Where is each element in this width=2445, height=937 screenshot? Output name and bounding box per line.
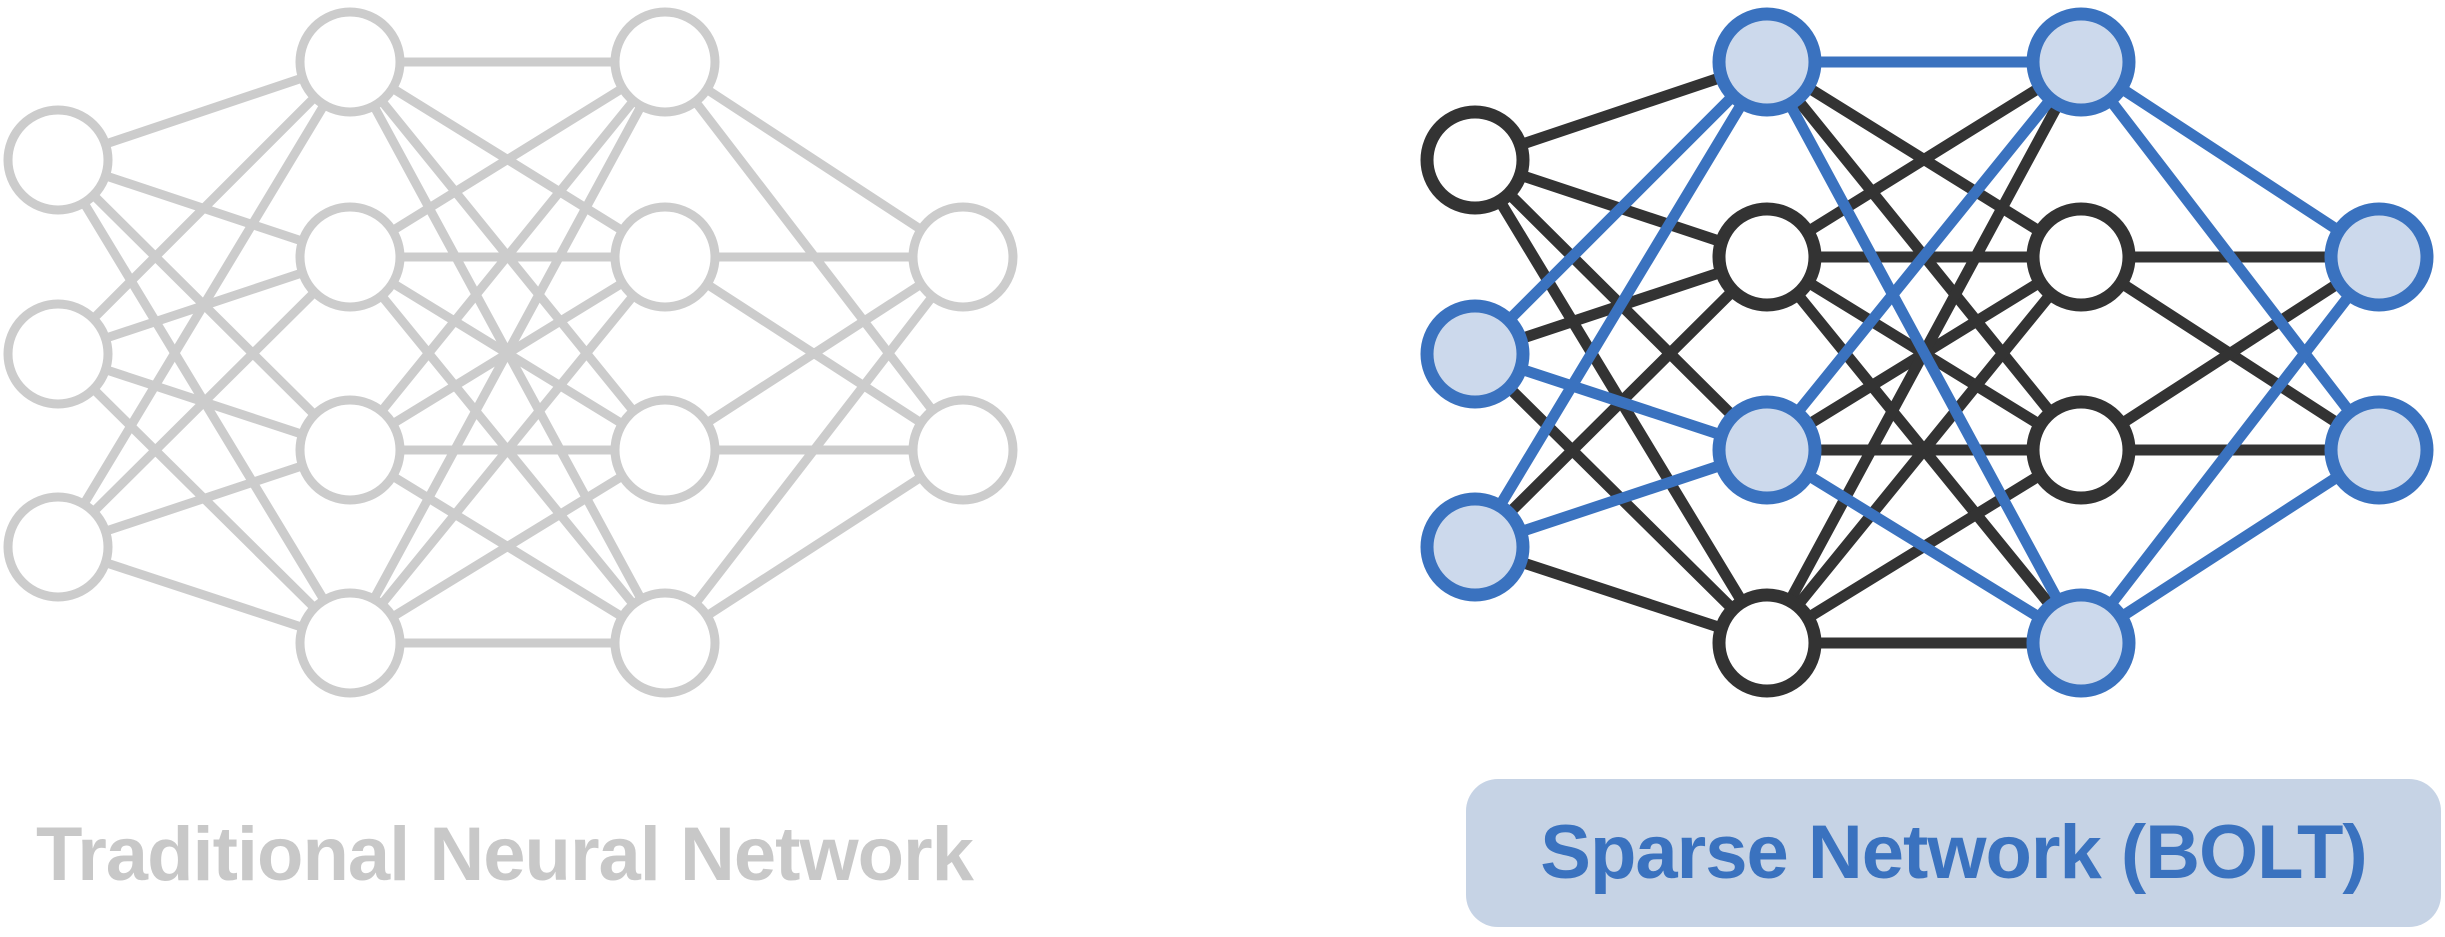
traditional-node [610,395,720,505]
traditional-network-nodes [3,7,1018,698]
traditional-edge [345,252,670,648]
sparse-active-node [1712,7,1822,117]
sparse-inactive-node [1420,105,1530,215]
traditional-edge [345,57,670,262]
traditional-node [610,7,720,117]
sparse-active-edge [1761,444,2087,649]
traditional-node [3,492,113,602]
sparse-active-node [1712,395,1822,505]
traditional-node [295,7,405,117]
traditional-edge [660,252,968,455]
sparse-inactive-edge [1761,56,2087,263]
traditional-node [295,588,405,698]
sparse-active-edge [2075,444,2385,649]
traditional-edge [53,252,355,552]
traditional-network-label: Traditional Neural Network [36,812,974,897]
traditional-edge [345,445,670,648]
traditional-node [295,202,405,312]
traditional-edge [53,57,355,552]
traditional-node [908,395,1018,505]
sparse-active-node [1420,492,1530,602]
traditional-node [3,299,113,409]
sparse-inactive-edge [2075,251,2385,456]
sparse-active-edge [2075,56,2385,263]
sparse-active-node [2026,588,2136,698]
traditional-edge [345,57,670,648]
sparse-active-node [2324,202,2434,312]
sparse-inactive-node [2026,202,2136,312]
sparse-network-label-background [1466,779,2441,927]
sparse-active-edge [1469,56,1773,360]
sparse-inactive-node [1712,202,1822,312]
sparse-inactive-node [2026,395,2136,505]
traditional-edge [660,252,968,648]
traditional-network-edges [53,57,968,648]
sparse-active-edge [1761,56,2087,649]
sparse-network-active-edges [1469,56,2385,649]
traditional-edge [660,57,968,262]
traditional-edge [345,57,670,455]
traditional-node [908,202,1018,312]
sparse-network-nodes [1420,7,2434,698]
traditional-edge [660,445,968,648]
sparse-network-label: Sparse Network (BOLT) [1540,810,2367,895]
sparse-active-edge [1761,56,2087,456]
sparse-active-node [2026,7,2136,117]
traditional-node [295,395,405,505]
traditional-edge [53,57,355,359]
traditional-node [610,202,720,312]
sparse-active-edge [1469,56,1773,553]
sparse-active-edge [2075,56,2385,456]
sparse-active-node [1420,299,1530,409]
sparse-inactive-node [1712,588,1822,698]
traditional-node [610,588,720,698]
sparse-inactive-edge [1761,251,2087,649]
sparse-active-edge [2075,251,2385,649]
sparse-active-node [2324,395,2434,505]
traditional-node [3,105,113,215]
